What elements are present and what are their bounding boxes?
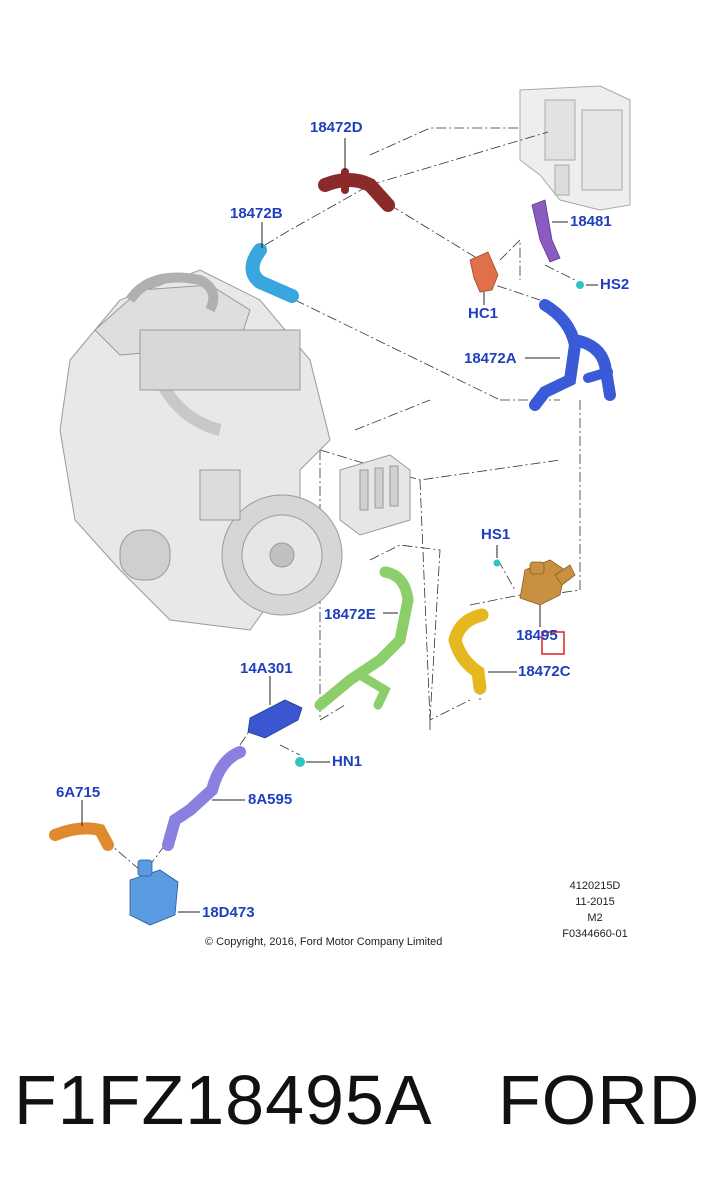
valve-18495 (519, 559, 576, 606)
hose-18472C (448, 608, 489, 695)
engine-block (59, 269, 343, 631)
nut-HN1 (295, 757, 305, 767)
bracket-HC1 (469, 251, 499, 293)
diagram-metadata: 4120215D 11-2015 M2 F0344660-01 (560, 878, 630, 942)
label-HC1: HC1 (468, 305, 499, 322)
label-HS1: HS1 (481, 526, 511, 543)
label-18481: 18481 (570, 213, 612, 230)
hose-18472D (318, 168, 395, 212)
label-18472E: 18472E (324, 606, 376, 623)
meta-line-2: 11-2015 (575, 896, 615, 908)
bracket-18481 (531, 199, 561, 263)
highlight-box (541, 631, 565, 655)
pump-18D473 (129, 859, 179, 926)
part-number: F1FZ18495A (14, 1061, 433, 1139)
meta-line-4: F0344660-01 (562, 928, 628, 940)
heater-core-housing (519, 85, 631, 211)
hose-18472E (314, 566, 414, 711)
label-6A715: 6A715 (56, 784, 101, 801)
copyright-notice: © Copyright, 2016, Ford Motor Company Li… (205, 936, 443, 948)
oil-cooler (339, 454, 411, 536)
label-HN1: HN1 (332, 753, 363, 770)
leader-lines (81, 138, 598, 913)
hose-18472B (245, 243, 299, 303)
clip-HS1 (493, 559, 501, 567)
label-8A595: 8A595 (248, 791, 293, 808)
brand-name: FORD (498, 1061, 701, 1139)
label-14A301: 14A301 (240, 660, 293, 677)
label-HS2: HS2 (600, 276, 630, 293)
label-18D473: 18D473 (202, 904, 255, 921)
label-18472A: 18472A (464, 350, 517, 367)
label-18495: 18495 (516, 627, 558, 644)
label-18472B: 18472B (230, 205, 283, 222)
hose-6A715 (49, 822, 114, 851)
exploded-parts-diagram (49, 85, 631, 926)
hose-18472A (529, 299, 616, 411)
clip-HS2 (576, 281, 584, 289)
label-18472C: 18472C (518, 663, 571, 680)
meta-line-3: M2 (587, 912, 603, 924)
bracket-14A301 (247, 699, 303, 739)
label-18472D: 18472D (310, 119, 363, 136)
hose-8A595 (162, 746, 246, 851)
meta-line-1: 4120215D (569, 880, 621, 892)
